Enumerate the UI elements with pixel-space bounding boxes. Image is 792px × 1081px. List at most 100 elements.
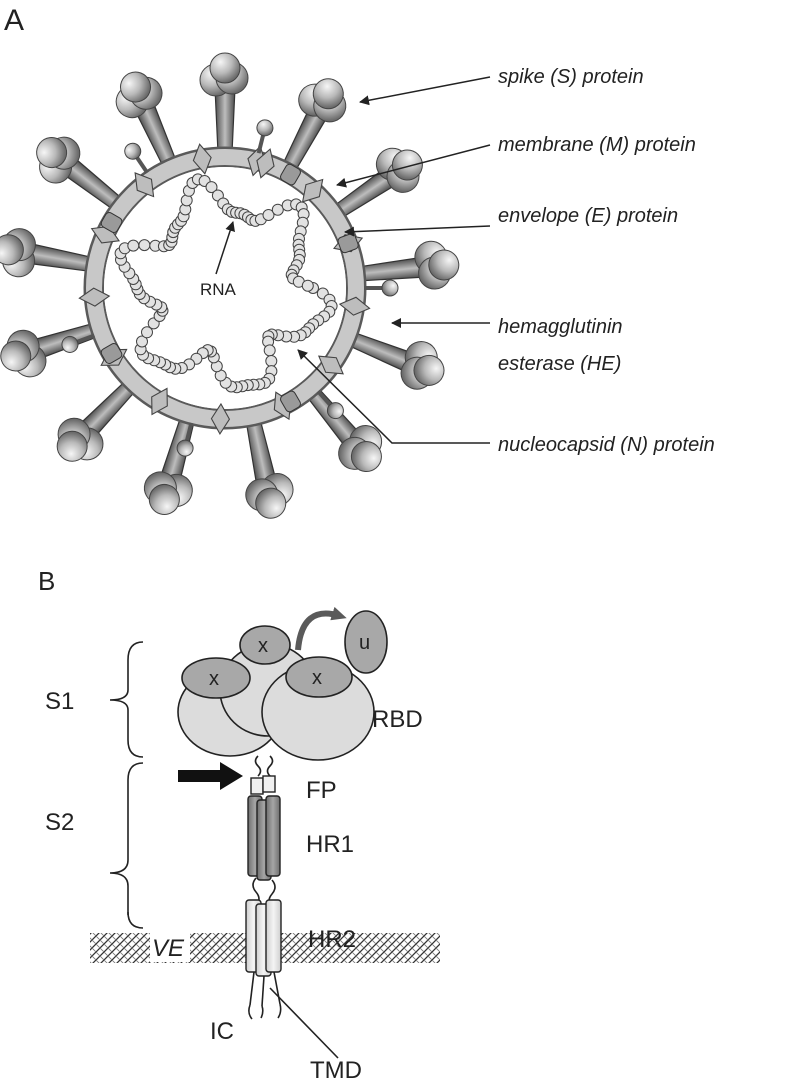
spike-head-lobe [428, 249, 460, 281]
nucleocapsid-rna-chain [114, 173, 338, 394]
nucleocapsid-bead [138, 239, 151, 252]
fp-label: FP [306, 777, 337, 804]
rbd-label: RBD [372, 706, 423, 733]
spike-head-lobe [209, 52, 241, 84]
envelope-protein [100, 212, 123, 233]
nucleocapsid-bead [271, 203, 284, 216]
hr2-label: HR2 [308, 926, 356, 953]
spike-head-lobe [148, 483, 180, 515]
membrane-protein-label: membrane (M) protein [498, 134, 696, 156]
membrane-protein-body [317, 355, 344, 375]
tmd-helix-right [273, 971, 281, 1005]
hemagglutinin-label-line1: hemagglutinin [498, 316, 623, 338]
envelope-protein [100, 343, 123, 364]
fp-linker-left [254, 755, 262, 777]
hr2-helix-right [265, 899, 282, 973]
spike-stalk [214, 87, 236, 154]
nucleocapsid-pointer [297, 349, 490, 444]
nucleocapsid-bead [136, 335, 148, 348]
spike-head-lobe [312, 78, 344, 110]
hemagglutinin-esterase [364, 279, 399, 297]
hemagglutinin-esterase [316, 389, 344, 420]
hemagglutinin-esterase [61, 333, 96, 353]
envelope-protein [280, 163, 301, 186]
nucleocapsid-bead [127, 239, 140, 252]
panel-a-letter: A [4, 4, 24, 37]
nucleocapsid-bead [265, 355, 278, 367]
tmd-label: TMD [310, 1057, 362, 1081]
envelope-protein-body [280, 163, 301, 186]
nucleocapsid-protein-label: nucleocapsid (N) protein [498, 434, 715, 456]
spike-head-lobe [391, 149, 423, 181]
ic-tail-left [248, 1004, 253, 1020]
envelope-protein-body [280, 390, 301, 413]
fp-linker-right [266, 755, 274, 777]
he-head [326, 402, 344, 420]
tmd-helix-left [249, 971, 255, 1006]
hr1-label: HR1 [306, 831, 354, 858]
spike-head-lobe [413, 354, 445, 386]
membrane-protein [256, 148, 275, 179]
s1-label: S1 [45, 688, 74, 715]
virion-interior [104, 167, 346, 409]
membrane-protein-body [192, 143, 212, 175]
s2-label: S2 [45, 809, 74, 836]
spike-head-lobe [56, 430, 88, 462]
membrane-protein-body [256, 148, 275, 179]
spike-protein [0, 228, 94, 278]
rbd-up-label: u [359, 632, 370, 654]
spike-protein-label: spike (S) protein [498, 66, 644, 88]
he-head [176, 439, 194, 457]
envelope-protein-group [100, 163, 359, 413]
membrane-protein [338, 296, 371, 316]
rbd-x-right [285, 656, 353, 698]
spike-head-lobe [0, 234, 24, 266]
spike-head-lobe [120, 71, 152, 103]
fusion-peptide-left [250, 777, 264, 795]
spike-protein-group [0, 52, 460, 519]
rna-pointer [215, 221, 235, 275]
rbd-x-left-label: x [209, 668, 219, 690]
ic-label: IC [210, 1018, 234, 1045]
membrane-protein-body [338, 296, 371, 316]
he-head [381, 279, 399, 297]
nucleocapsid-bead [262, 209, 275, 221]
membrane-protein-pointer [336, 144, 491, 188]
spike-head-lobe [255, 487, 287, 519]
nucleocapsid-bead [263, 344, 276, 357]
membrane-protein [317, 355, 344, 375]
tmd-pointer [269, 987, 339, 1059]
ve-label: VE [152, 935, 185, 962]
virion: RNA [0, 52, 460, 519]
membrane-protein-body [151, 387, 168, 416]
hemagglutinin-esterase-group [61, 119, 399, 457]
membrane-protein [78, 287, 111, 307]
rbd-up [344, 610, 388, 674]
membrane-protein [151, 387, 168, 416]
rbd-x-right-label: x [312, 667, 322, 689]
spike-protein [199, 52, 249, 154]
nucleocapsid-bead [301, 279, 314, 292]
he-head [256, 119, 274, 137]
spike-protein [115, 71, 178, 169]
he-head [61, 335, 79, 353]
spike-protein [143, 415, 196, 515]
envelope-protein [280, 390, 301, 413]
membrane-protein [192, 143, 212, 175]
cleavage-arrow [178, 762, 243, 790]
spike-protein [245, 417, 294, 519]
nucleocapsid-bead [141, 326, 153, 339]
spike-head-lobe [36, 137, 68, 169]
membrane-protein [134, 172, 155, 198]
s1-brace [109, 641, 144, 758]
s2-brace [109, 762, 144, 929]
envelope-protein-body [100, 212, 123, 233]
he-stalk [316, 389, 334, 409]
hr1-helix-right [265, 795, 281, 877]
hemagglutinin-label-line2: esterase (HE) [498, 353, 621, 375]
hemagglutinin-esterase [256, 119, 274, 154]
membrane-protein-body [134, 172, 155, 198]
viral-envelope-inner [102, 165, 348, 411]
ve-label-bg [150, 932, 190, 962]
